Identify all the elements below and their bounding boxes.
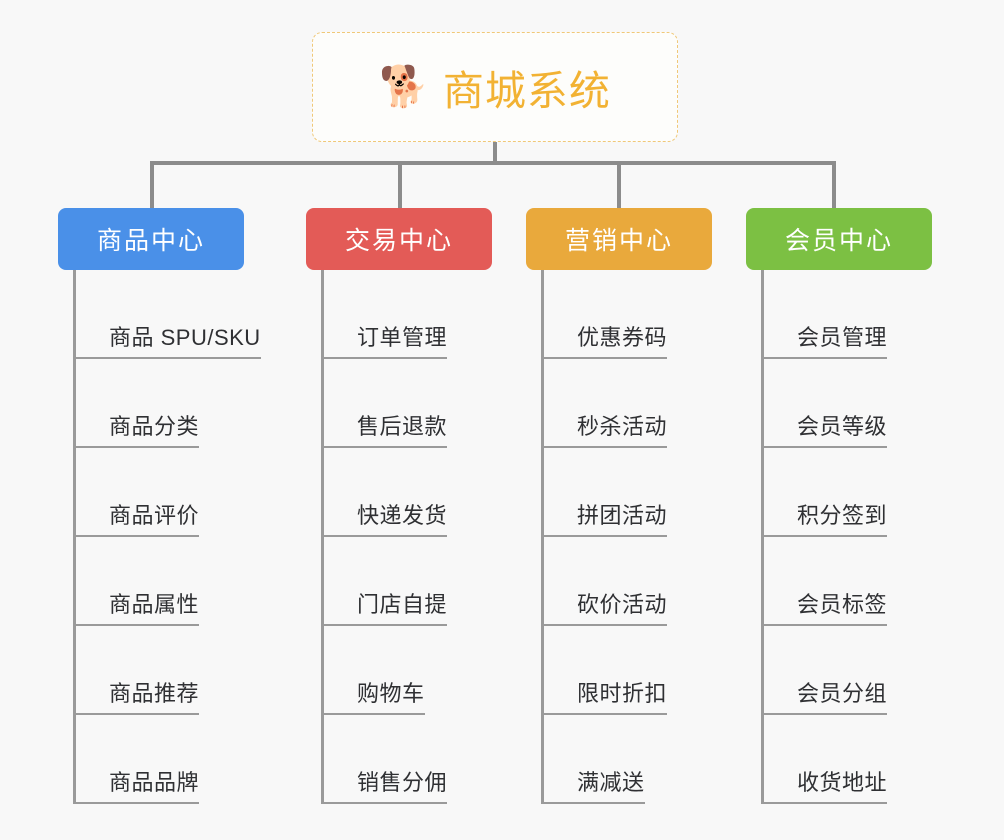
category-header-marketing-center[interactable]: 营销中心 bbox=[526, 208, 712, 270]
leaf-underline bbox=[321, 624, 448, 626]
branch-column-marketing-center: 营销中心 优惠券码 秒杀活动 拼团活动 砍价活动 限时折扣 bbox=[526, 208, 712, 804]
branch-column-product-center: 商品中心 商品 SPU/SKU 商品分类 商品评价 商品属性 商品推荐 bbox=[58, 208, 261, 804]
list-item[interactable]: 订单管理 bbox=[321, 270, 492, 359]
list-item[interactable]: 快递发货 bbox=[321, 448, 492, 537]
list-item[interactable]: 砍价活动 bbox=[541, 537, 712, 626]
leaf-label: 商品 SPU/SKU bbox=[109, 325, 261, 350]
leaf-label: 优惠券码 bbox=[577, 325, 668, 350]
leaf-label: 商品品牌 bbox=[109, 770, 200, 795]
list-item[interactable]: 商品 SPU/SKU bbox=[73, 270, 261, 359]
leaf-underline bbox=[761, 535, 888, 537]
leaf-underline bbox=[73, 357, 261, 359]
leaf-underline bbox=[761, 624, 888, 626]
category-header-label: 会员中心 bbox=[784, 227, 893, 255]
leaf-underline bbox=[73, 713, 200, 715]
list-item[interactable]: 商品属性 bbox=[73, 537, 244, 626]
list-item[interactable]: 商品分类 bbox=[73, 359, 244, 448]
list-item[interactable]: 购物车 bbox=[321, 626, 492, 715]
leaf-label: 商品属性 bbox=[109, 592, 200, 617]
list-item[interactable]: 拼团活动 bbox=[541, 448, 712, 537]
connector-root-stub bbox=[493, 142, 497, 164]
leaf-label: 门店自提 bbox=[357, 592, 448, 617]
leaf-underline bbox=[541, 802, 645, 804]
leaf-underline bbox=[541, 624, 668, 626]
leaf-underline bbox=[761, 446, 888, 448]
category-header-member-center[interactable]: 会员中心 bbox=[746, 208, 932, 270]
leaf-underline bbox=[761, 802, 888, 804]
branch-column-trade-center: 交易中心 订单管理 售后退款 快递发货 门店自提 购物车 bbox=[306, 208, 492, 804]
category-header-label: 交易中心 bbox=[344, 227, 453, 255]
branch-column-member-center: 会员中心 会员管理 会员等级 积分签到 会员标签 会员分组 bbox=[746, 208, 932, 804]
list-item[interactable]: 优惠券码 bbox=[541, 270, 712, 359]
leaf-label: 订单管理 bbox=[357, 325, 448, 350]
list-item[interactable]: 会员等级 bbox=[761, 359, 932, 448]
leaf-label: 秒杀活动 bbox=[577, 414, 668, 439]
leaf-underline bbox=[761, 713, 888, 715]
leaf-label: 砍价活动 bbox=[577, 592, 668, 617]
leaf-underline bbox=[321, 446, 448, 448]
list-item[interactable]: 限时折扣 bbox=[541, 626, 712, 715]
connector-drop-3 bbox=[617, 161, 621, 208]
leaf-label: 会员分组 bbox=[797, 681, 888, 706]
category-header-product-center[interactable]: 商品中心 bbox=[58, 208, 244, 270]
root-title: 商城系统 bbox=[442, 68, 611, 114]
leaf-underline bbox=[761, 357, 888, 359]
leaf-label: 销售分佣 bbox=[357, 770, 448, 795]
leaf-underline bbox=[321, 802, 448, 804]
leaf-list-member-center: 会员管理 会员等级 积分签到 会员标签 会员分组 收货地址 bbox=[761, 270, 932, 804]
leaf-label: 售后退款 bbox=[357, 414, 448, 439]
list-item[interactable]: 满减送 bbox=[541, 715, 712, 804]
list-item[interactable]: 积分签到 bbox=[761, 448, 932, 537]
leaf-label: 限时折扣 bbox=[577, 681, 668, 706]
leaf-underline bbox=[73, 624, 200, 626]
leaf-underline bbox=[73, 446, 200, 448]
list-item[interactable]: 门店自提 bbox=[321, 537, 492, 626]
list-item[interactable]: 会员管理 bbox=[761, 270, 932, 359]
category-header-trade-center[interactable]: 交易中心 bbox=[306, 208, 492, 270]
connector-drop-1 bbox=[150, 161, 154, 208]
list-item[interactable]: 商品推荐 bbox=[73, 626, 244, 715]
leaf-list-product-center: 商品 SPU/SKU 商品分类 商品评价 商品属性 商品推荐 商品品牌 bbox=[73, 270, 261, 804]
leaf-label: 满减送 bbox=[577, 770, 645, 795]
connector-drop-4 bbox=[832, 161, 836, 208]
leaf-list-trade-center: 订单管理 售后退款 快递发货 门店自提 购物车 销售分佣 bbox=[321, 270, 492, 804]
list-item[interactable]: 秒杀活动 bbox=[541, 359, 712, 448]
leaf-label: 购物车 bbox=[357, 681, 425, 706]
leaf-underline bbox=[73, 535, 200, 537]
root-node[interactable]: 🐕 商城系统 bbox=[312, 32, 678, 142]
leaf-underline bbox=[541, 713, 668, 715]
list-item[interactable]: 会员标签 bbox=[761, 537, 932, 626]
leaf-label: 会员标签 bbox=[797, 592, 888, 617]
list-item[interactable]: 商品评价 bbox=[73, 448, 244, 537]
category-header-label: 商品中心 bbox=[96, 227, 205, 255]
leaf-label: 会员管理 bbox=[797, 325, 888, 350]
leaf-label: 商品评价 bbox=[109, 503, 200, 528]
leaf-list-marketing-center: 优惠券码 秒杀活动 拼团活动 砍价活动 限时折扣 满减送 bbox=[541, 270, 712, 804]
category-header-label: 营销中心 bbox=[564, 227, 673, 255]
connector-horizontal-bar bbox=[150, 161, 834, 165]
list-item[interactable]: 商品品牌 bbox=[73, 715, 244, 804]
connector-drop-2 bbox=[398, 161, 402, 208]
leaf-underline bbox=[321, 535, 448, 537]
list-item[interactable]: 收货地址 bbox=[761, 715, 932, 804]
leaf-label: 商品推荐 bbox=[109, 681, 200, 706]
leaf-label: 商品分类 bbox=[109, 414, 200, 439]
leaf-label: 收货地址 bbox=[797, 770, 888, 795]
leaf-label: 会员等级 bbox=[797, 414, 888, 439]
list-item[interactable]: 销售分佣 bbox=[321, 715, 492, 804]
list-item[interactable]: 会员分组 bbox=[761, 626, 932, 715]
leaf-underline bbox=[541, 535, 668, 537]
leaf-label: 拼团活动 bbox=[577, 503, 668, 528]
leaf-label: 快递发货 bbox=[357, 503, 448, 528]
list-item[interactable]: 售后退款 bbox=[321, 359, 492, 448]
leaf-underline bbox=[73, 802, 200, 804]
leaf-underline bbox=[321, 357, 448, 359]
leaf-label: 积分签到 bbox=[797, 503, 888, 528]
leaf-underline bbox=[541, 446, 668, 448]
shiba-dog-face-icon: 🐕 bbox=[379, 65, 429, 109]
leaf-underline bbox=[321, 713, 425, 715]
leaf-underline bbox=[541, 357, 668, 359]
